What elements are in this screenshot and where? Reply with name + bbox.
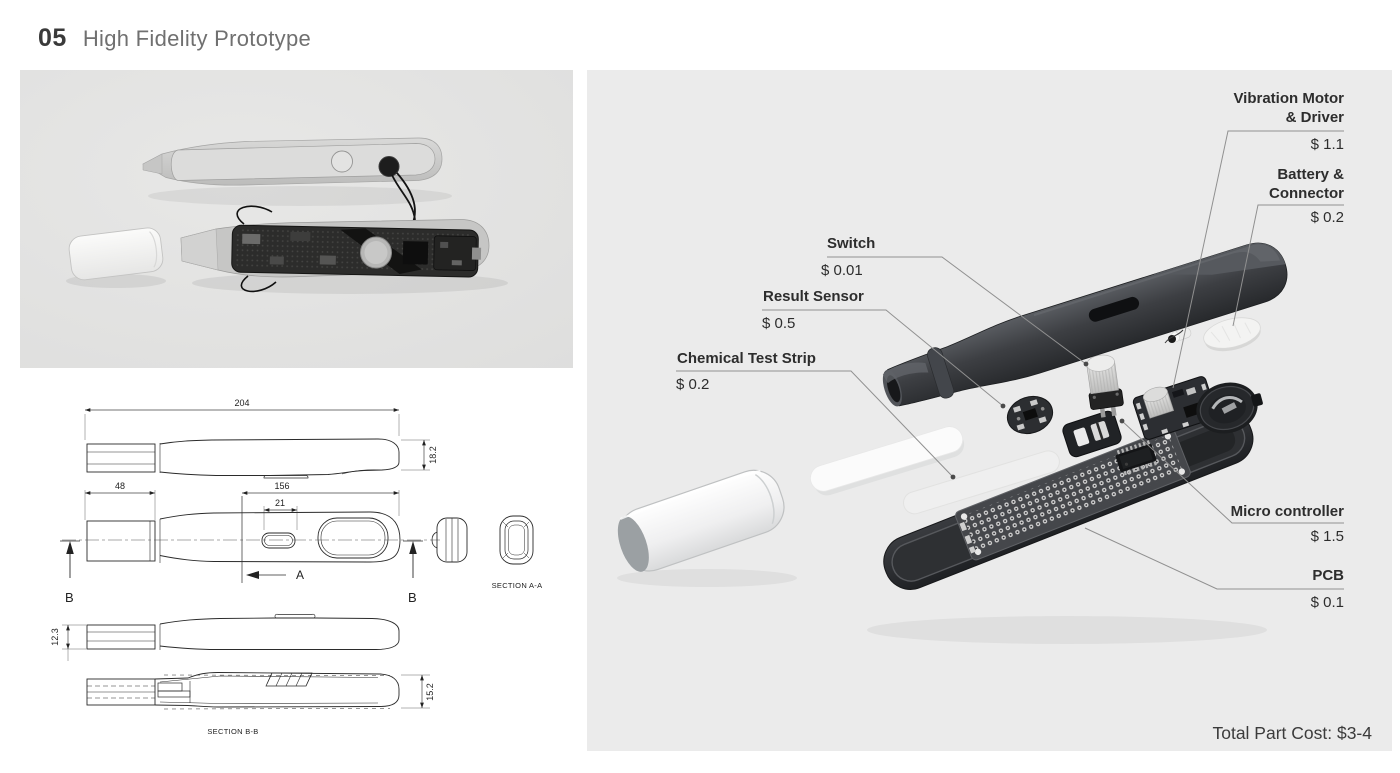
part-price-switch: $ 0.01 (821, 262, 863, 279)
technical-drawing-panel: 204 18.2 48 156 21 12.3 15.2 A B B SECTI… (20, 378, 575, 763)
view-section-aa (499, 515, 534, 565)
part-price-test-strip: $ 0.2 (676, 376, 710, 393)
motor-pellet (1168, 335, 1176, 343)
total-part-cost: Total Part Cost: $3-4 (1212, 723, 1372, 743)
photo-pcb (231, 224, 482, 278)
dim-body-length: 156 (274, 481, 289, 491)
result-sensor-part (1006, 395, 1054, 435)
section-aa-label: SECTION A-A (492, 581, 543, 590)
shell-hole (331, 150, 353, 173)
part-label-vibration-motor: Vibration Motor & Driver (1233, 90, 1344, 126)
part-price-vibration-motor: $ 1.1 (1310, 136, 1344, 153)
part-label-test-strip: Chemical Test Strip (677, 350, 816, 367)
photo-cap (68, 227, 164, 281)
datum-a-label: A (296, 568, 304, 582)
cap-part (617, 469, 785, 572)
photo-top-shell (142, 137, 443, 228)
part-label-result-sensor: Result Sensor (763, 288, 864, 305)
dim-height: 18.2 (428, 446, 438, 464)
view-section-bb (86, 672, 430, 710)
page-title: High Fidelity Prototype (82, 26, 312, 51)
section-bb-label: SECTION B-B (207, 727, 258, 736)
part-label-microcontroller: Micro controller (1230, 503, 1344, 520)
sensor-holder-part (1062, 410, 1122, 458)
dim-section-height: 15.2 (425, 683, 435, 701)
part-price-pcb: $ 0.1 (1310, 594, 1344, 611)
view-side-elevation (84, 408, 430, 479)
view-end (431, 517, 468, 563)
dim-slot-length: 21 (275, 498, 285, 508)
leader-dots (950, 361, 1125, 480)
switch-part (1086, 354, 1124, 418)
dim-overall-length: 204 (234, 398, 249, 408)
dim-cap-length: 48 (115, 481, 125, 491)
part-price-result-sensor: $ 0.5 (762, 315, 796, 332)
battery-holder-part (1196, 382, 1263, 434)
datum-b-left-label: B (65, 590, 74, 605)
exploded-view-panel: Vibration Motor & Driver $ 1.1 Battery &… (587, 70, 1392, 751)
test-strip-part (810, 426, 965, 496)
part-price-microcontroller: $ 1.5 (1310, 528, 1344, 545)
part-label-switch: Switch (827, 235, 876, 252)
leader-lines (676, 130, 1344, 590)
top-shell-part (882, 242, 1288, 407)
motor-button (379, 156, 399, 177)
view-side-2 (62, 613, 400, 661)
page-header: 05 High Fidelity Prototype (38, 24, 311, 53)
dim-side-height: 12.3 (50, 628, 60, 646)
part-price-battery: $ 0.2 (1310, 209, 1344, 226)
chip (402, 241, 429, 265)
coin-battery-part (1203, 317, 1261, 352)
microcontroller-part (1115, 440, 1157, 476)
view-plan (60, 490, 534, 583)
slide-number: 05 (38, 24, 67, 52)
prototype-photo-panel (20, 70, 573, 368)
technical-drawing: 204 18.2 48 156 21 12.3 15.2 A B B SECTI… (50, 398, 543, 736)
exploded-view-illustration (617, 130, 1344, 644)
vibration-motor-part (1132, 376, 1218, 440)
part-label-battery: Battery & Connector (1269, 166, 1344, 202)
photo-bottom-assembly (180, 205, 490, 293)
test-strip-faint (903, 450, 1060, 515)
shell-slot (1088, 296, 1140, 322)
datum-b-right-label: B (408, 590, 417, 605)
prototype-photo-illustration (20, 70, 573, 368)
part-label-pcb: PCB (1312, 567, 1344, 584)
